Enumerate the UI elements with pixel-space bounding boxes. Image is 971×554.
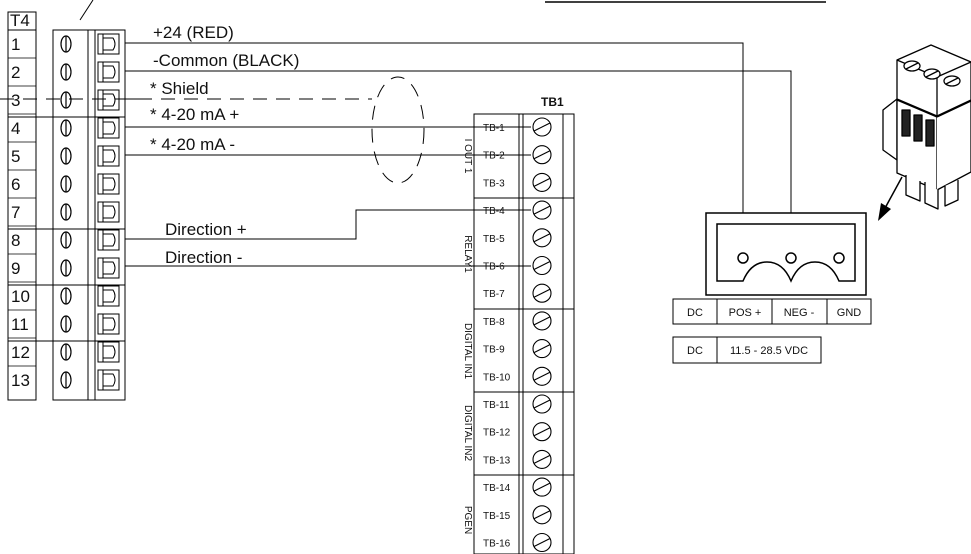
pin-label-pos: POS + — [729, 307, 762, 319]
group-label-pgen: PGEN — [462, 506, 473, 534]
t4-terminal-number: 13 — [11, 371, 30, 390]
t4-title: T4 — [10, 11, 30, 30]
wire-label-ma-minus: * 4-20 mA - — [150, 135, 235, 154]
power-connector: DC POS + NEG - GND DC 11.5 - 28.5 VDC — [672, 212, 872, 364]
tb1-terminal-label: TB-13 — [483, 455, 511, 466]
t4-terminal-number: 2 — [11, 63, 20, 82]
t4-terminal-number: 7 — [11, 203, 20, 222]
pin-label-gnd: GND — [837, 307, 862, 319]
t4-clamp-icon — [97, 341, 120, 363]
shield-ellipse — [371, 76, 425, 184]
tb1-terminal-label: TB-3 — [483, 178, 505, 189]
tb1-title: TB1 — [541, 95, 564, 109]
tb1-terminal-label: TB-4 — [483, 206, 505, 217]
t4-clamp-icon — [97, 201, 120, 223]
t4-leader-line — [79, 0, 94, 21]
wire-label-common: -Common (BLACK) — [153, 51, 299, 70]
wire-label-plus24: +24 (RED) — [153, 23, 234, 42]
tb1-terminal-label: TB-6 — [483, 262, 505, 273]
pin-label-neg: NEG - — [784, 307, 815, 319]
group-label-digital-in2: DIGITAL IN2 — [462, 405, 473, 462]
wire-common — [125, 70, 792, 254]
tb1-terminal-label: TB-11 — [483, 400, 510, 411]
t4-terminal-number: 5 — [11, 147, 20, 166]
t4-clamp-icon — [97, 257, 120, 279]
pin-label-dc: DC — [687, 307, 703, 319]
t4-clamp-icon — [97, 173, 120, 195]
tb1-terminal-label: TB-9 — [483, 345, 505, 356]
wire-label-dir-plus: Direction + — [165, 220, 247, 239]
t4-terminal-number: 9 — [11, 259, 20, 278]
tb1-terminal-label: TB-10 — [483, 372, 511, 383]
tb1-terminal-label: TB-1 — [483, 123, 505, 134]
t4-clamp-icon — [97, 89, 120, 111]
rating-label-dc: DC — [687, 345, 703, 357]
plug-connector-illustration — [882, 44, 971, 210]
t4-terminal-number: 1 — [11, 35, 20, 54]
arrow-to-connector — [878, 176, 903, 221]
t4-clamp-icon — [97, 145, 120, 167]
t4-clamp-icon — [97, 285, 120, 307]
tb1-terminal-label: TB-16 — [483, 539, 511, 550]
wire-label-ma-plus: * 4-20 mA + — [150, 105, 239, 124]
group-label-relay1: RELAY1 — [462, 235, 473, 273]
wire-dir-plus — [125, 209, 531, 240]
wire-plus24 — [125, 42, 744, 254]
t4-terminal-number: 6 — [11, 175, 20, 194]
wire-label-shield: * Shield — [150, 79, 209, 98]
group-label-digital-in1: DIGITAL IN1 — [462, 323, 473, 380]
t4-terminal-number: 8 — [11, 231, 20, 250]
wire-label-dir-minus: Direction - — [165, 248, 242, 267]
t4-terminal-number: 3 — [11, 91, 20, 110]
tb1-terminal-label: TB-15 — [483, 511, 511, 522]
t4-clamp-icon — [97, 369, 120, 391]
t4-clamp-icon — [97, 313, 120, 335]
t4-clamp-icon — [97, 117, 120, 139]
tb1-terminal-label: TB-7 — [483, 289, 505, 300]
tb1-terminal-label: TB-14 — [483, 483, 511, 494]
t4-clamp-icon — [97, 33, 120, 55]
t4-clamp-icon — [97, 229, 120, 251]
group-label-iout1: I OUT 1 — [462, 139, 473, 174]
tb1-terminal-label: TB-8 — [483, 317, 505, 328]
tb1-terminal-block: TB1 TB-1TB-2TB-3TB-4TB-5TB-6TB-7TB-8TB-9… — [462, 95, 575, 554]
t4-terminal-number: 11 — [11, 315, 29, 334]
tb1-terminal-label: TB-12 — [483, 428, 511, 439]
rating-label-voltage: 11.5 - 28.5 VDC — [730, 345, 808, 357]
pin-label-row: DC POS + NEG - GND — [672, 298, 872, 325]
t4-terminal-number: 12 — [11, 343, 30, 362]
tb1-terminal-label: TB-2 — [483, 151, 505, 162]
t4-terminal-number: 10 — [11, 287, 30, 306]
tb1-terminal-label: TB-5 — [483, 234, 505, 245]
t4-terminal-number: 4 — [11, 119, 20, 138]
t4-clamp-icon — [97, 61, 120, 83]
wiring — [0, 42, 792, 267]
voltage-rating-row: DC 11.5 - 28.5 VDC — [672, 336, 822, 364]
